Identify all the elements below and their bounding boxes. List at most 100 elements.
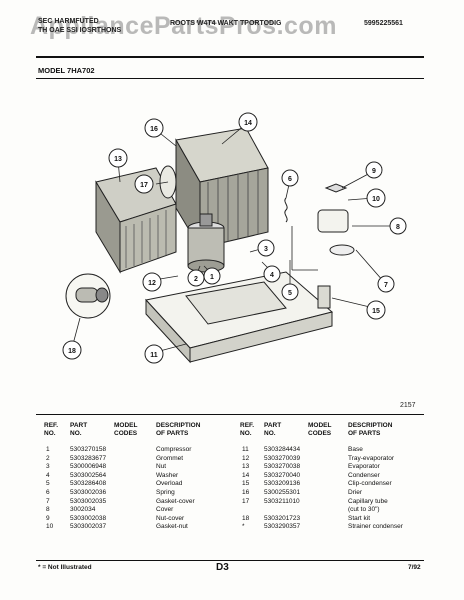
callout-8: 8 — [389, 217, 407, 235]
callout-13: 13 — [108, 148, 128, 168]
row-ref: 18 — [242, 514, 250, 522]
callout-6-label: 6 — [288, 176, 292, 183]
header-description-right: DESCRIPTION OF PARTS — [348, 422, 393, 437]
row-ref: 8 — [46, 506, 50, 514]
row-part: 5303002036 — [70, 489, 107, 496]
row-desc: Tray-evaporator — [348, 454, 394, 462]
callout-18: 18 — [62, 340, 82, 360]
callout-1: 1 — [203, 267, 221, 285]
header-description-left: DESCRIPTION OF PARTS — [156, 422, 201, 437]
row-ref: * — [242, 523, 245, 531]
callout-18-label: 18 — [68, 348, 76, 355]
row-part: 5303270038 — [264, 463, 301, 471]
row-desc: Compressor — [156, 446, 192, 453]
row-ref: 3 — [46, 463, 50, 471]
callout-12: 12 — [142, 272, 162, 292]
row-part: 5303284434 — [264, 446, 301, 453]
row-desc: Gasket-nut — [156, 523, 188, 531]
callout-11-label: 11 — [150, 352, 158, 359]
callout-13-label: 13 — [114, 156, 122, 163]
callout-8-label: 8 — [396, 224, 400, 231]
callout-2-label: 2 — [194, 276, 198, 283]
row-ref: 15 — [242, 480, 250, 488]
header-center: ROOTS W4T4 WAKT TPORTODIG — [170, 20, 282, 27]
row-desc: Strainer condenser — [348, 523, 403, 531]
row-ref: 17 — [242, 497, 250, 505]
callout-15: 15 — [366, 300, 386, 320]
header-model-codes-right: MODEL CODES — [308, 422, 332, 437]
model-rule — [36, 78, 424, 79]
cover-assembly-drawing — [291, 209, 355, 271]
exploded-parts-diagram: 13 16 14 17 6 9 10 8 3 4 7 5 15 1 2 12 1… — [62, 112, 407, 364]
callout-5: 5 — [281, 283, 299, 301]
header-ref-no-right: REF. NO. — [240, 422, 255, 437]
not-illustrated-note: * = Not Illustrated — [38, 564, 92, 571]
page-code: D3 — [216, 562, 229, 573]
header-left-line1: SEC HARMFUTED — [38, 18, 99, 25]
row-part: 5303002037 — [70, 523, 107, 531]
row-desc: Spring — [156, 489, 175, 496]
callout-9-label: 9 — [372, 168, 376, 175]
row-desc: Start kit — [348, 514, 371, 522]
row-desc: Drier — [348, 489, 363, 496]
callout-16: 16 — [144, 118, 164, 138]
header-part-no-left: PART NO. — [70, 422, 88, 437]
row-desc: Evaporator — [348, 463, 380, 471]
row-part: 5303002035 — [70, 497, 107, 505]
callout-17: 17 — [134, 174, 154, 194]
revision-date: 7/92 — [408, 564, 421, 571]
callout-14-label: 14 — [244, 120, 252, 127]
row-part: 5300006948 — [70, 463, 107, 471]
callout-6: 6 — [281, 169, 299, 187]
callout-17-label: 17 — [140, 182, 148, 189]
row-part: 5300255301 — [264, 489, 301, 496]
row-desc: Cover — [156, 506, 174, 514]
callout-2: 2 — [187, 269, 205, 287]
row-part: 5303270039 — [264, 454, 301, 462]
row-desc: Nut-cover — [156, 514, 185, 522]
row-part: 5303286408 — [70, 480, 107, 488]
row-part: 5303290357 — [264, 523, 301, 531]
callout-14: 14 — [238, 112, 258, 132]
row-ref: 12 — [242, 454, 250, 462]
row-ref: 16 — [242, 489, 250, 496]
callout-4-label: 4 — [270, 272, 274, 279]
row-part: 3002034 — [70, 506, 96, 514]
base-drawing — [145, 271, 334, 364]
row-desc: (cut to 30") — [348, 506, 380, 514]
row-ref: 7 — [46, 497, 50, 505]
callout-9: 9 — [365, 161, 383, 179]
row-ref: 4 — [46, 471, 50, 479]
row-desc: Washer — [156, 471, 179, 479]
row-ref: 10 — [46, 523, 54, 531]
callout-10-label: 10 — [372, 196, 380, 203]
header-rule — [36, 56, 424, 58]
header-left-line2: TH OAE SSI IOSRTHONS — [38, 27, 122, 34]
callout-15-label: 15 — [372, 308, 380, 315]
row-part: 5303211010 — [264, 497, 300, 505]
callout-1-label: 1 — [210, 274, 214, 281]
row-ref: 11 — [242, 446, 249, 453]
row-desc: Grommet — [156, 454, 184, 462]
row-part: 5303002038 — [70, 514, 107, 522]
footer-rule — [36, 560, 424, 561]
row-desc: Capillary tube — [348, 497, 388, 505]
row-ref: 9 — [46, 514, 50, 522]
callout-4: 4 — [263, 265, 281, 283]
callout-5-label: 5 — [288, 290, 292, 297]
callout-3-label: 3 — [264, 246, 268, 253]
row-part: 5303209136 — [264, 480, 301, 488]
callout-7-label: 7 — [384, 282, 388, 289]
row-ref: 6 — [46, 489, 50, 496]
row-part: 5303270040 — [264, 471, 301, 479]
callout-16-label: 16 — [150, 126, 158, 133]
row-desc: Base — [348, 446, 363, 453]
row-part: 5303283677 — [70, 454, 107, 462]
callout-11: 11 — [144, 344, 164, 364]
header-part-no-right: PART NO. — [264, 422, 282, 437]
row-ref: 13 — [242, 463, 250, 471]
row-part: 5303270158 — [70, 446, 107, 453]
row-desc: Overload — [156, 480, 183, 488]
callout-12-label: 12 — [148, 280, 156, 287]
